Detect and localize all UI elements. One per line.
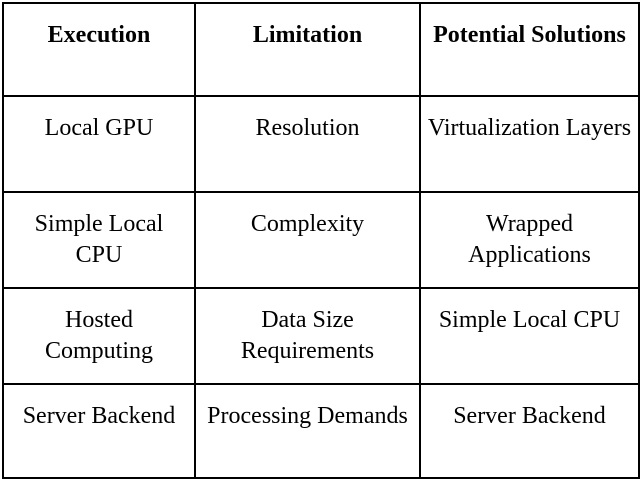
execution-cell: Hosted Computing [2, 287, 196, 385]
table-row: Hosted Computing Data Size Requirements … [2, 287, 640, 385]
solution-cell: Virtualization Layers [419, 95, 640, 193]
table-row: Local GPU Resolution Virtualization Laye… [2, 95, 640, 193]
execution-cell: Simple Local CPU [2, 191, 196, 289]
limitation-cell: Data Size Requirements [194, 287, 421, 385]
table-body: Local GPU Resolution Virtualization Laye… [2, 95, 640, 479]
header-row: Execution Limitation Potential Solutions [2, 2, 640, 97]
solution-cell: Wrapped Applications [419, 191, 640, 289]
limitation-cell: Processing Demands [194, 383, 421, 479]
solution-cell: Server Backend [419, 383, 640, 479]
table-row: Simple Local CPU Complexity Wrapped Appl… [2, 191, 640, 289]
execution-cell: Local GPU [2, 95, 196, 193]
limitation-cell: Resolution [194, 95, 421, 193]
header-execution: Execution [2, 2, 196, 97]
limitation-cell: Complexity [194, 191, 421, 289]
table-row: Server Backend Processing Demands Server… [2, 383, 640, 479]
table-header: Execution Limitation Potential Solutions [2, 2, 640, 97]
header-limitation: Limitation [194, 2, 421, 97]
execution-cell: Server Backend [2, 383, 196, 479]
solution-cell: Simple Local CPU [419, 287, 640, 385]
header-potential-solutions: Potential Solutions [419, 2, 640, 97]
